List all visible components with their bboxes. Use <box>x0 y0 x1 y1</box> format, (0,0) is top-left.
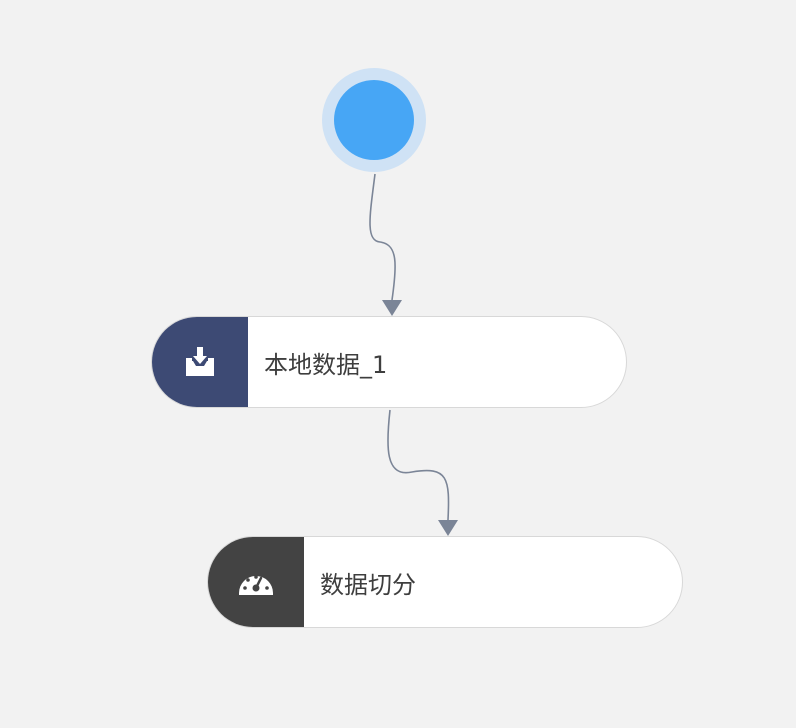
dashboard-gauge-icon <box>208 537 304 627</box>
node-label: 数据切分 <box>320 570 416 599</box>
edge-start-to-local-data[interactable] <box>369 173 396 301</box>
edge-arrowhead <box>438 520 458 536</box>
edge-local-data-to-data-split[interactable] <box>387 409 450 521</box>
node-data-split[interactable]: 数据切分 <box>207 536 683 628</box>
node-local-data[interactable]: 本地数据_1 <box>151 316 627 408</box>
start-node-core <box>334 80 414 160</box>
inbox-download-icon <box>152 317 248 407</box>
start-node[interactable] <box>322 68 426 172</box>
edge-arrowhead <box>382 300 402 316</box>
node-label: 本地数据_1 <box>264 350 388 379</box>
